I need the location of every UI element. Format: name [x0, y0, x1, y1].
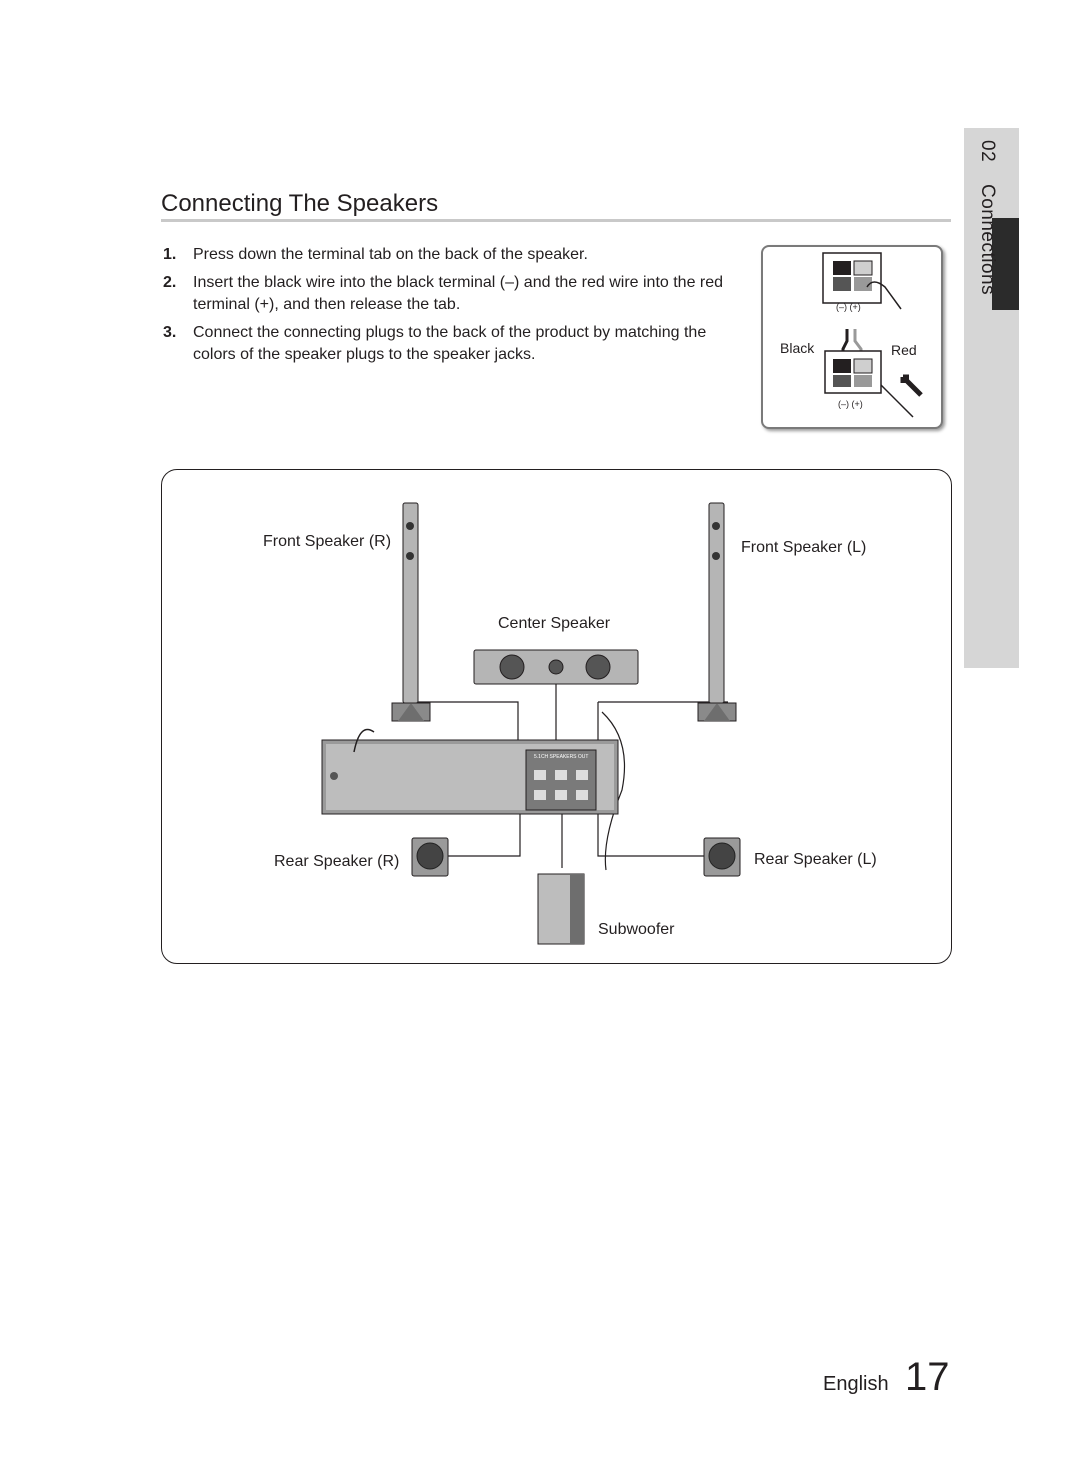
front-speaker-right — [391, 502, 431, 722]
page-number: 17 — [905, 1355, 950, 1399]
center-speaker — [473, 649, 639, 685]
rear-speaker-left — [703, 837, 741, 877]
step-text: Press down the terminal tab on the back … — [193, 246, 588, 263]
chapter-name: Connections — [977, 183, 998, 296]
instruction-steps: 1. Press down the terminal tab on the ba… — [163, 244, 743, 372]
rear-speaker-left-label: Rear Speaker (L) — [754, 851, 877, 868]
red-terminal-icon — [853, 358, 873, 374]
step-number: 1. — [163, 246, 177, 263]
finger-release-icon — [880, 384, 914, 418]
step-item: 2. Insert the black wire into the black … — [163, 272, 743, 316]
step-number: 3. — [163, 324, 177, 341]
front-speaker-left — [697, 502, 737, 722]
step-number: 2. — [163, 274, 177, 291]
title-underline — [161, 219, 951, 222]
black-terminal-tab-icon — [833, 261, 851, 275]
terminal-inset-illustration: (–) (+) Black Red (–) (+) — [761, 245, 943, 429]
speaker-diagram-svg: 5.1CH SPEAKERS OUT — [321, 502, 741, 945]
front-speaker-left-label: Front Speaker (L) — [741, 539, 867, 556]
speaker-connection-diagram: 5.1CH SPEAKERS OUT Front Speaker (R) Fro… — [161, 469, 952, 964]
cable-loop-icon — [353, 728, 375, 753]
rear-speaker-right — [411, 837, 449, 877]
black-terminal-icon — [833, 359, 851, 373]
terminal-marks-upper: (–) (+) — [836, 302, 861, 312]
red-wire-label: Red — [891, 342, 917, 358]
red-terminal-slot-icon — [854, 277, 872, 291]
section-title: Connecting The Speakers — [161, 190, 439, 217]
step-item: 1. Press down the terminal tab on the ba… — [163, 244, 743, 266]
step-text: Insert the black wire into the black ter… — [193, 274, 724, 313]
finger-press-icon — [866, 281, 902, 310]
footer-language: English — [823, 1373, 889, 1395]
terminal-marks-lower: (–) (+) — [838, 399, 863, 409]
speaker-out-panel-title: 5.1CH SPEAKERS OUT — [534, 754, 588, 760]
subwoofer-label: Subwoofer — [598, 921, 675, 938]
chapter-number: 02 — [977, 140, 998, 163]
step-item: 3. Connect the connecting plugs to the b… — [163, 322, 743, 366]
subwoofer — [537, 873, 585, 945]
black-terminal-slot-icon — [833, 277, 851, 291]
front-speaker-right-label: Front Speaker (R) — [263, 533, 392, 550]
rear-speaker-right-label: Rear Speaker (R) — [274, 853, 400, 870]
step-text: Connect the connecting plugs to the back… — [193, 324, 707, 363]
red-terminal-tab-icon — [853, 260, 873, 276]
black-wire-label: Black — [780, 340, 815, 356]
main-unit: 5.1CH SPEAKERS OUT — [321, 728, 619, 815]
chapter-side-tab-marker — [992, 218, 1019, 310]
chapter-side-label: 02 Connections — [976, 140, 998, 311]
terminal-illustration-svg: (–) (+) Black Red (–) (+) — [780, 252, 923, 418]
center-speaker-label: Center Speaker — [498, 615, 611, 632]
release-arrow-icon — [900, 374, 923, 397]
